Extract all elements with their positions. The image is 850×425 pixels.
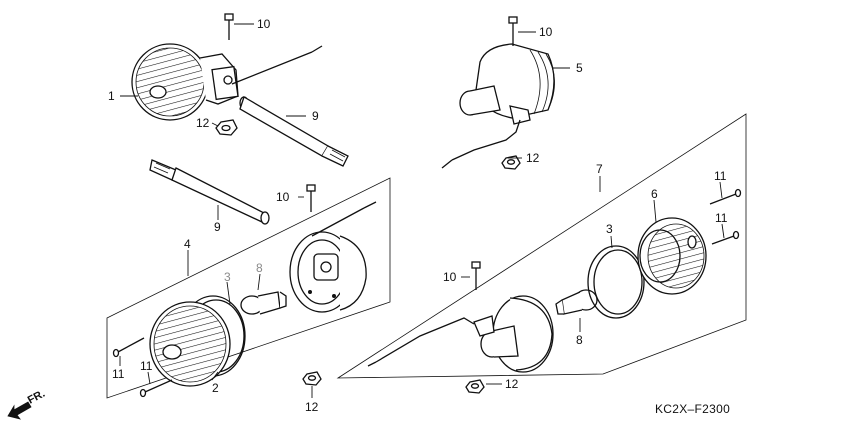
turn-signal-housing-4 — [289, 201, 377, 313]
turn-signal-lens-2 — [149, 301, 231, 387]
bolt-10-box-4 — [306, 184, 316, 212]
gasket-3-right — [587, 245, 645, 319]
callout-12-right-middle: 12 — [526, 151, 540, 165]
callout-11-left-lower: 11 — [140, 359, 153, 373]
stay-tube-lower — [149, 159, 270, 225]
callout-9-lower: 9 — [214, 220, 221, 234]
nut-12-top-left — [215, 119, 238, 136]
callout-9-upper: 9 — [312, 109, 319, 123]
bulb-8-right — [555, 289, 598, 315]
callout-1: 1 — [108, 89, 115, 103]
stay-tube-upper — [239, 96, 349, 167]
callout-10-top-left: 10 — [257, 17, 271, 31]
callout-11-left-upper: 11 — [112, 367, 125, 381]
callout-3-right: 3 — [606, 222, 613, 236]
screw-11-left-lower — [139, 379, 173, 398]
front-direction-arrow: FR. — [7, 388, 47, 420]
nut-12-bottom-right — [465, 379, 485, 394]
callout-12-bottom-right: 12 — [505, 377, 519, 391]
screw-11-right-lower — [711, 230, 740, 245]
screw-11-left-upper — [112, 337, 145, 358]
callout-12-bottom-left: 12 — [305, 400, 319, 414]
assembly-box-4 — [106, 177, 391, 399]
turn-signal-lens-front — [131, 43, 323, 121]
callout-4: 4 — [184, 237, 191, 251]
callout-6: 6 — [651, 187, 658, 201]
nut-12-right-middle — [501, 155, 521, 170]
callout-8-right: 8 — [576, 333, 583, 347]
diagram-code: KC2X–F2300 — [655, 402, 730, 416]
arrow-left-icon — [7, 401, 32, 420]
nut-12-bottom-left — [302, 371, 322, 386]
callout-7: 7 — [596, 162, 603, 176]
turn-signal-lens-6 — [637, 217, 707, 295]
callout-8-left: 8 — [256, 261, 263, 275]
leader-lines — [119, 23, 725, 398]
callout-11-right-upper: 11 — [714, 169, 727, 183]
callout-12-top-left: 12 — [196, 116, 210, 130]
assembly-box-7 — [336, 113, 747, 379]
callout-labels: 1 2 3 3 4 5 6 7 8 8 9 9 10 10 10 10 11 1… — [108, 17, 728, 414]
screw-11-right-upper — [709, 188, 742, 205]
callout-10-top-right: 10 — [539, 25, 553, 39]
callout-10-box-4: 10 — [276, 190, 290, 204]
callout-10-box-7: 10 — [443, 270, 457, 284]
callout-5: 5 — [576, 61, 583, 75]
turn-signal-housing-7 — [367, 295, 554, 373]
direction-label: FR. — [26, 388, 47, 407]
bolt-10-top-left — [224, 13, 234, 40]
callout-3-left: 3 — [224, 270, 231, 284]
turn-signal-rear — [441, 43, 555, 169]
callout-2: 2 — [212, 381, 219, 395]
bulb-8-left — [240, 291, 287, 315]
bolt-10-box-7 — [471, 261, 481, 290]
bolt-10-top-right — [508, 16, 518, 46]
callout-11-right-lower: 11 — [715, 211, 728, 225]
